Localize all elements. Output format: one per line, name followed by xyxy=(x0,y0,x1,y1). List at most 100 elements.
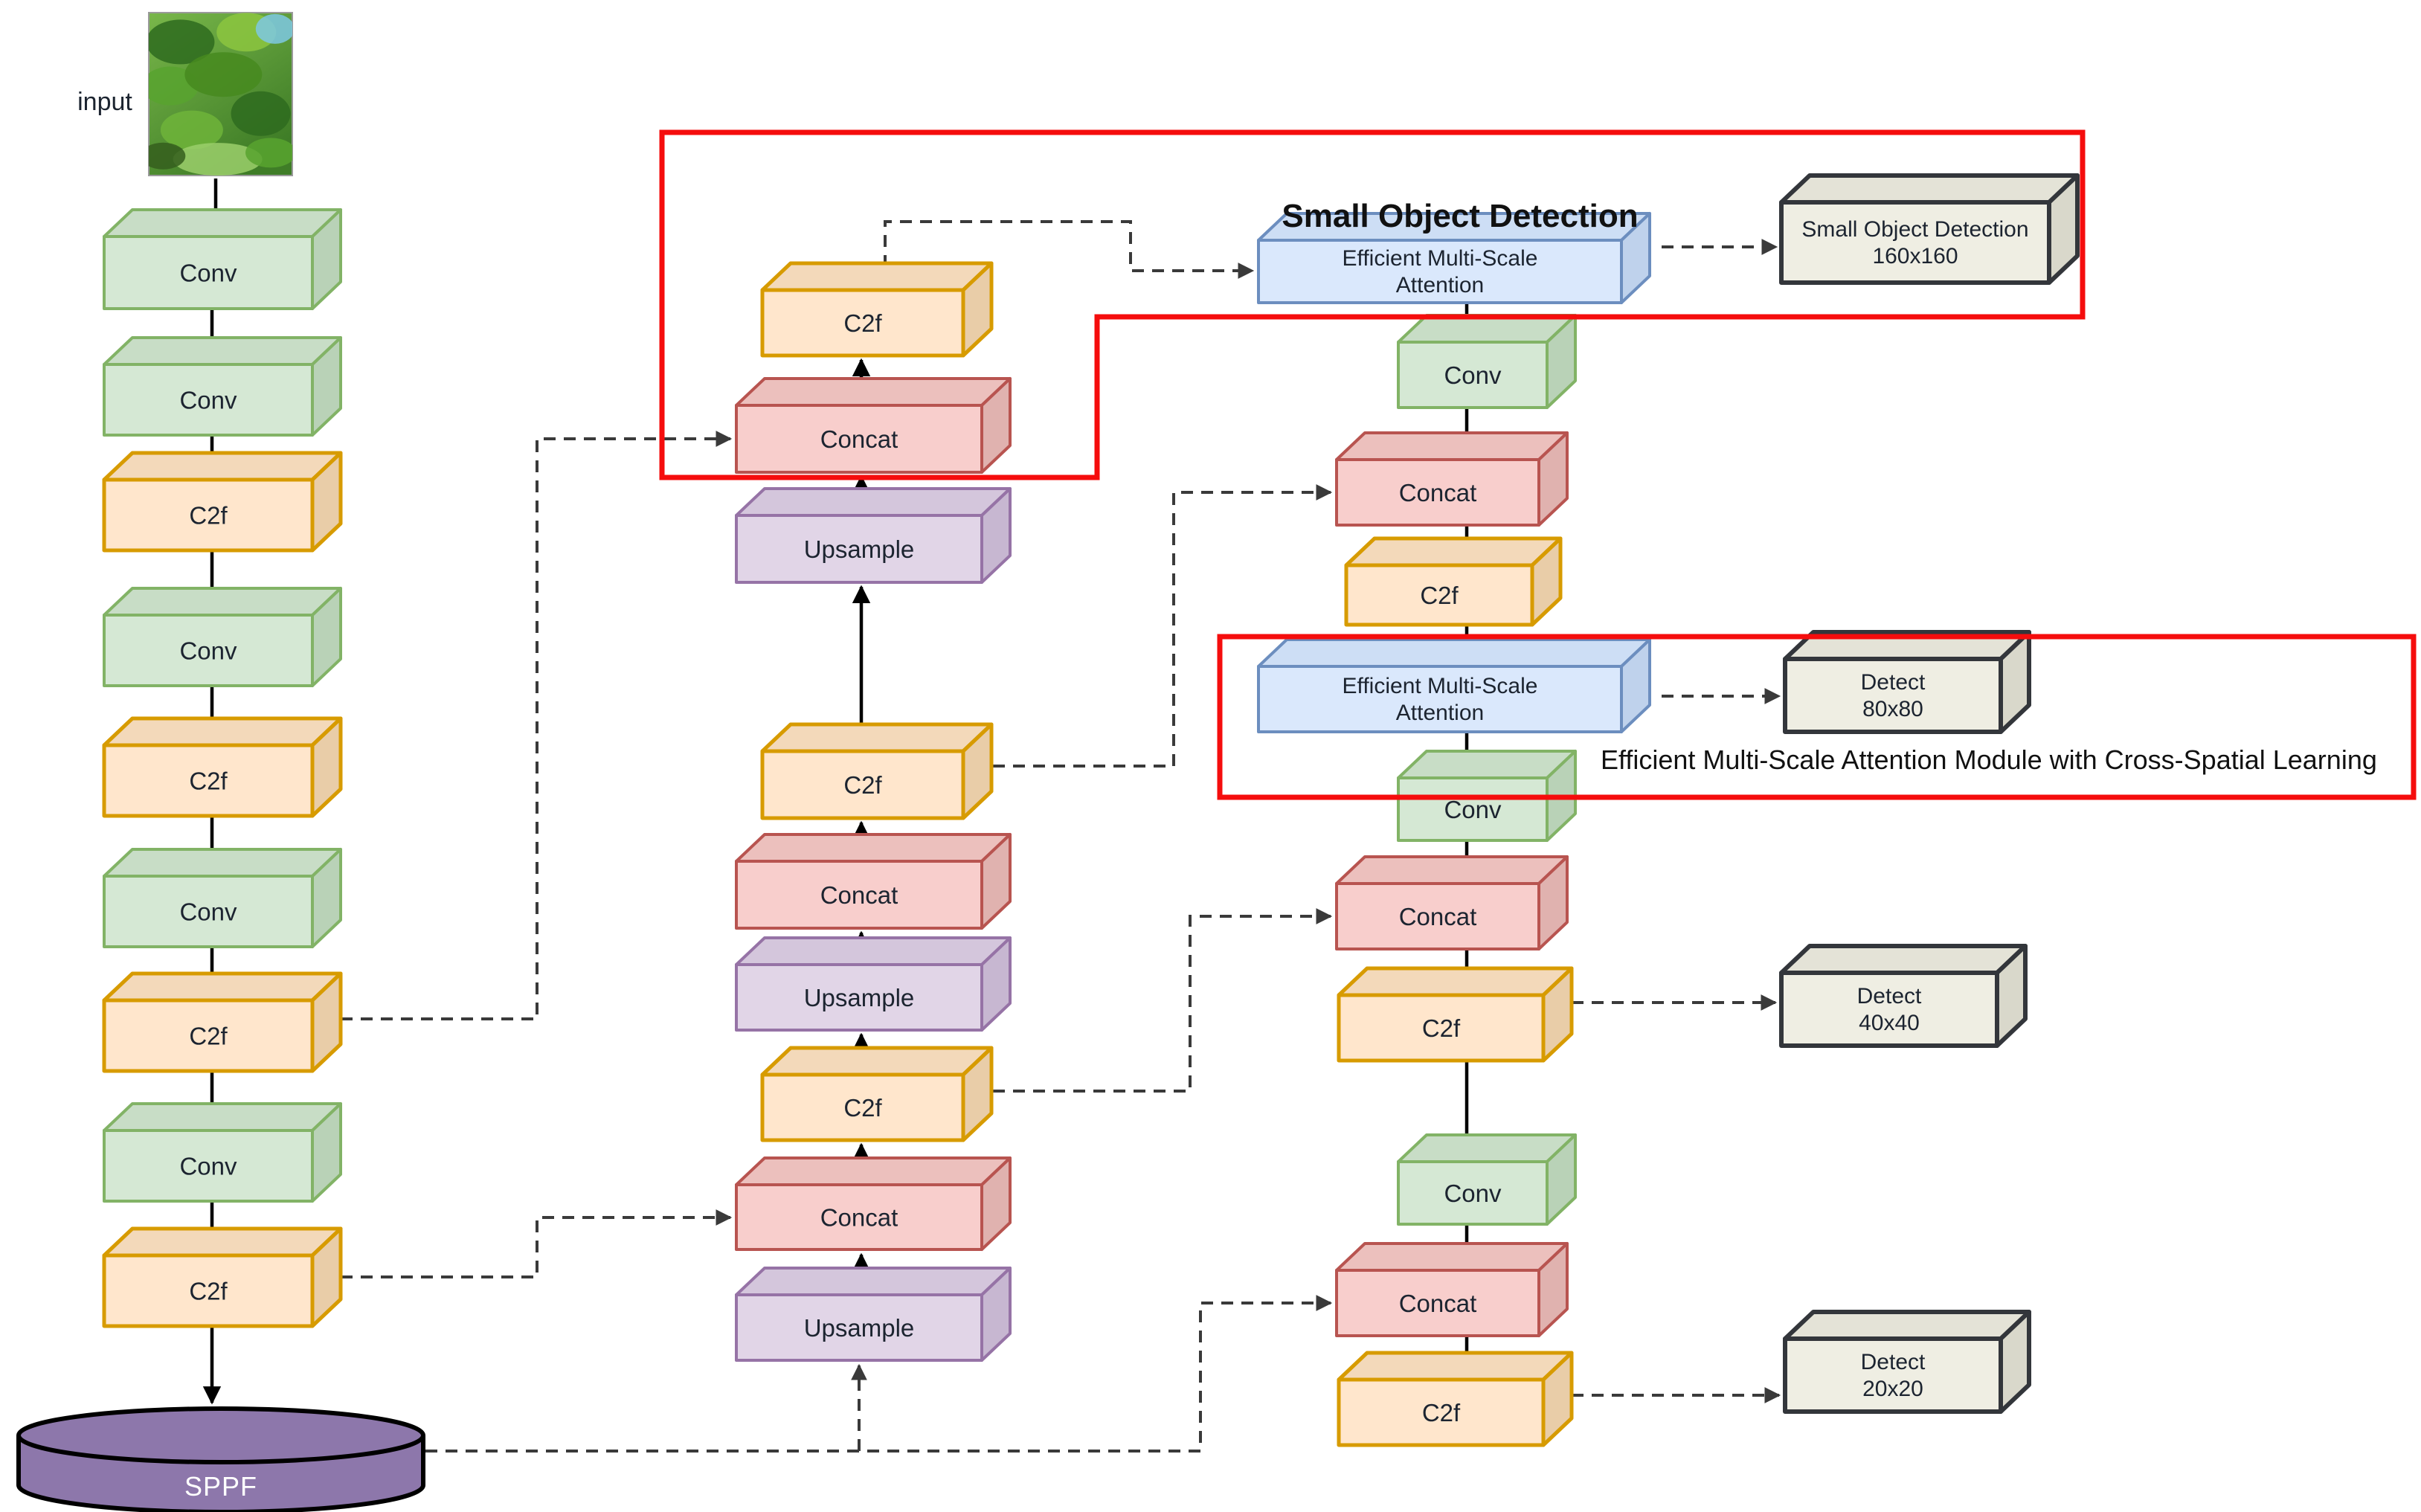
node-backbone-c2f2: C2f xyxy=(102,716,343,818)
box-front-face xyxy=(1257,239,1623,304)
box-front-face xyxy=(103,235,314,310)
dashed-connector xyxy=(341,1209,733,1278)
box-top-face xyxy=(1397,1133,1577,1163)
node-label: Conv xyxy=(179,1153,237,1180)
box-top-face xyxy=(735,936,1012,966)
box-top-face xyxy=(760,722,994,753)
box-front-face xyxy=(1779,971,1999,1048)
box-front-face xyxy=(735,1183,983,1251)
foliage-blob xyxy=(149,142,186,170)
node-label: Conv xyxy=(179,898,237,926)
box-top-face xyxy=(1257,638,1651,668)
node-label: C2f xyxy=(189,768,228,795)
node-label: Concat xyxy=(1399,479,1477,506)
node-label: C2f xyxy=(189,502,228,530)
node-head-concat-2: Concat xyxy=(1335,855,1569,950)
node-label: 160x160 xyxy=(1872,244,1958,268)
node-label: 20x20 xyxy=(1862,1377,1923,1401)
box-top-face xyxy=(1344,536,1563,567)
node-backbone-conv1: Conv xyxy=(103,208,342,310)
node-label: Upsample xyxy=(804,1314,915,1342)
box-front-face xyxy=(735,860,983,930)
foliage-blob xyxy=(231,91,291,136)
node-layer: ConvConvC2fConvC2fConvC2fConvC2fC2fConca… xyxy=(16,12,2080,1512)
node-neck-c2f-p2: C2f xyxy=(760,261,994,358)
box-top-face xyxy=(103,336,342,366)
foliage-blob xyxy=(255,13,292,44)
input-image xyxy=(148,12,293,176)
box-top-face xyxy=(760,1046,994,1077)
box-front-face xyxy=(103,1129,314,1203)
node-label: Efficient Multi-Scale xyxy=(1343,674,1538,698)
foliage-blob xyxy=(245,138,292,168)
dashed-connector xyxy=(341,431,733,1020)
node-label: Conv xyxy=(1444,361,1502,389)
node-label: C2f xyxy=(843,309,882,337)
node-label: Concat xyxy=(1399,1290,1477,1317)
box-top-face xyxy=(102,451,343,482)
box-front-face xyxy=(1779,200,2051,285)
node-head-conv-2: Conv xyxy=(1397,750,1577,842)
node-label: 80x80 xyxy=(1862,697,1923,721)
box-front-face xyxy=(103,875,314,948)
box-top-face xyxy=(1335,1242,1569,1272)
node-backbone-c2f4: C2f xyxy=(102,1226,343,1328)
box-top-face xyxy=(103,848,342,878)
box-top-face xyxy=(1397,750,1577,779)
node-backbone-conv5: Conv xyxy=(103,1102,342,1203)
box-top-face xyxy=(1335,855,1569,885)
box-front-face xyxy=(735,404,983,474)
node-neck-concat-p3: Concat xyxy=(735,833,1012,930)
node-sppf: SPPF xyxy=(16,1406,425,1512)
box-top-face xyxy=(1783,1310,2031,1341)
node-head-concat-1: Concat xyxy=(1335,431,1569,527)
box-top-face xyxy=(1337,1351,1574,1382)
diagram-title: Small Object Detection xyxy=(1282,198,1638,234)
node-label: 40x40 xyxy=(1859,1011,1920,1035)
ema-caption: Efficient Multi-Scale Attention Module w… xyxy=(1601,744,2377,775)
node-head-c2f-2: C2f xyxy=(1337,966,1574,1063)
box-front-face xyxy=(102,477,315,553)
box-front-face xyxy=(103,614,314,687)
dashed-connector xyxy=(884,220,1255,287)
box-top-face xyxy=(1337,966,1574,997)
box-front-face xyxy=(1397,776,1549,842)
box-top-face xyxy=(102,1226,343,1258)
box-top-face xyxy=(735,487,1012,517)
box-top-face xyxy=(103,1102,342,1132)
box-top-face xyxy=(735,377,1012,407)
node-label: C2f xyxy=(843,1094,882,1122)
box-top-face xyxy=(102,716,343,747)
foliage-blob xyxy=(149,19,215,65)
input-image-texture xyxy=(149,13,292,176)
highlight-ema-module xyxy=(1217,634,2417,800)
node-label: C2f xyxy=(189,1023,228,1050)
node-label: Attention xyxy=(1396,273,1484,297)
box-front-face xyxy=(102,1253,315,1328)
node-label: Upsample xyxy=(804,535,915,563)
box-front-face xyxy=(1335,882,1540,950)
highlight-small-object-detection xyxy=(659,129,2086,480)
node-label: Attention xyxy=(1396,701,1484,725)
node-label: C2f xyxy=(843,771,882,799)
box-front-face xyxy=(1257,665,1623,733)
node-label: Conv xyxy=(179,260,237,287)
node-label: Conv xyxy=(1444,1180,1502,1207)
node-backbone-conv3: Conv xyxy=(103,587,342,687)
box-top-face xyxy=(735,1156,1012,1186)
box-top-face xyxy=(760,261,994,292)
node-neck-upsample-p2: Upsample xyxy=(735,487,1012,584)
dashed-connector xyxy=(993,908,1333,1093)
box-front-face xyxy=(760,1072,965,1142)
node-backbone-conv4: Conv xyxy=(103,848,342,948)
node-label: C2f xyxy=(1422,1014,1461,1042)
node-neck-c2f-p3: C2f xyxy=(760,722,994,820)
box-front-face xyxy=(1337,993,1546,1063)
node-label: Conv xyxy=(1444,796,1502,823)
